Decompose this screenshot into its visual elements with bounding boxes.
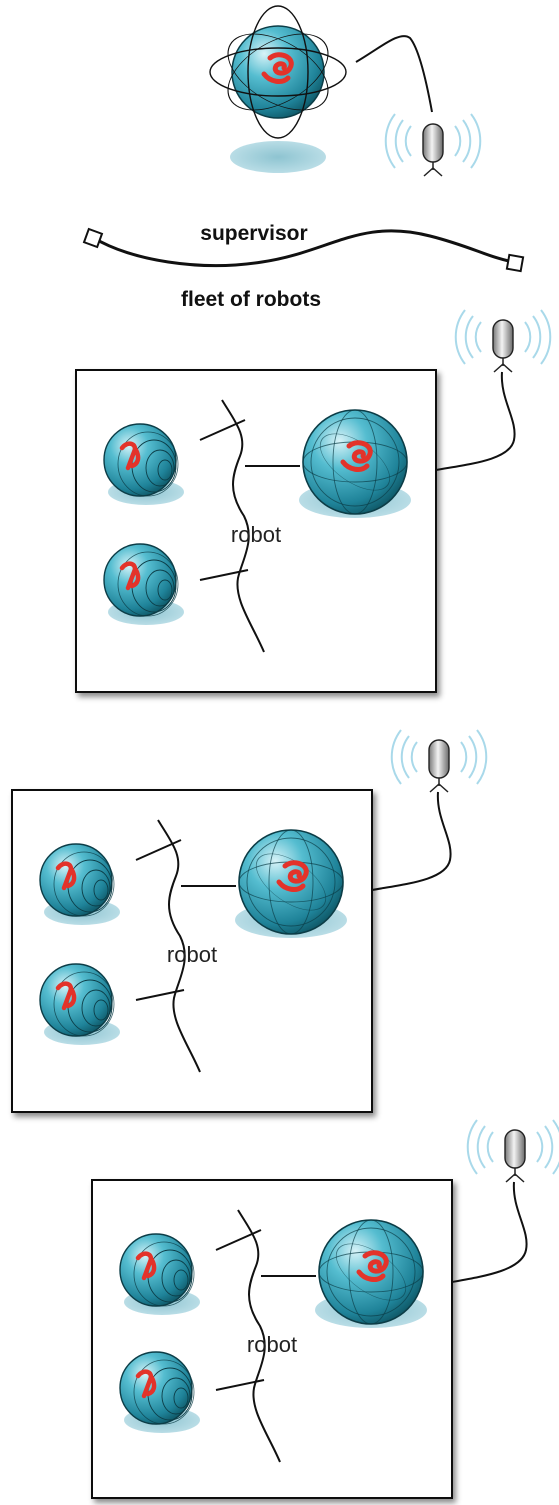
supervisor-section xyxy=(210,6,482,177)
fleet-label: fleet of robots xyxy=(181,288,321,311)
supervisor-antenna-icon xyxy=(384,113,482,177)
robot-antenna-icon xyxy=(390,729,488,793)
robot-label: robot xyxy=(247,1332,297,1357)
supervisor-globe-icon xyxy=(210,6,346,173)
divider-end-left xyxy=(82,227,104,249)
robot-antenna-link xyxy=(435,371,516,471)
divider: supervisor fleet of robots xyxy=(82,222,525,311)
robot-label: robot xyxy=(167,942,217,967)
robot-antenna-link xyxy=(451,1181,528,1283)
divider-end-right xyxy=(505,253,525,273)
robot-bus-line xyxy=(157,819,201,1073)
robot-antenna-link xyxy=(371,791,452,891)
supervisor-link-line xyxy=(355,35,433,113)
robot-antenna-icon xyxy=(466,1119,559,1183)
robot-label: robot xyxy=(231,522,281,547)
robot-unit-2: robot xyxy=(11,729,488,1113)
robot-unit-3: robot xyxy=(91,1119,559,1499)
supervisor-label: supervisor xyxy=(200,222,307,245)
robot-antenna-icon xyxy=(454,309,552,373)
robot-bus-line xyxy=(221,399,265,653)
robot-unit-1: robot xyxy=(75,309,552,693)
robot-bus-line xyxy=(237,1209,281,1463)
divider-line xyxy=(93,229,515,268)
